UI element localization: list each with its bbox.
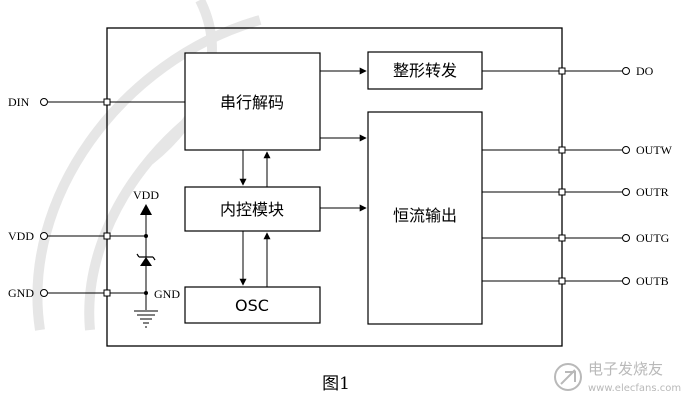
output-wires	[482, 70, 622, 282]
zener-diode-icon	[136, 253, 156, 266]
vdd-junction-dot	[144, 234, 148, 238]
site-watermark: 电子发烧友 www.elecfans.com	[554, 360, 681, 394]
reshape-forward-block	[367, 51, 483, 90]
din-boundary-pad	[103, 98, 111, 106]
gnd-junction-dot	[144, 291, 148, 295]
constant-current-label: 恒流输出	[393, 206, 457, 225]
vdd-pin-label: VDD	[8, 229, 34, 243]
watermark-url: www.elecfans.com	[588, 383, 681, 394]
gnd-pin-label: GND	[8, 286, 34, 300]
din-pin-label: DIN	[8, 95, 30, 109]
reshape-forward-label: 整形转发	[393, 61, 457, 80]
internal-control-block	[184, 186, 321, 232]
osc-block	[184, 286, 321, 324]
watermark-name: 电子发烧友	[588, 360, 663, 378]
ground-symbol-icon	[134, 310, 158, 328]
internal-gnd-label: GND	[154, 287, 180, 301]
vdd-boundary-pad	[103, 232, 111, 240]
outb-pin-label: OUTB	[636, 274, 669, 288]
vdd-pin-terminal	[40, 232, 48, 240]
internal-control-label: 内控模块	[220, 200, 284, 219]
do-pin-label: DO	[636, 64, 654, 78]
output-boundary-pads	[558, 67, 566, 285]
outr-pin-label: OUTR	[636, 185, 669, 199]
watermark-logo-icon	[554, 363, 582, 391]
outg-pin-label: OUTG	[636, 231, 670, 245]
outw-pin-label: OUTW	[636, 143, 673, 157]
constant-current-block	[367, 111, 483, 325]
vdd-up-arrow-icon	[140, 204, 152, 215]
serial-decode-label: 串行解码	[220, 93, 284, 112]
chip-outline	[106, 27, 563, 347]
serial-decode-block	[184, 52, 321, 151]
internal-vdd-label: VDD	[133, 188, 159, 202]
figure-caption: 图1	[322, 374, 350, 394]
din-pin-terminal	[40, 98, 48, 106]
gnd-pin-terminal	[40, 289, 48, 297]
output-terminals	[622, 67, 630, 285]
osc-label: OSC	[235, 296, 269, 315]
background-watermark	[32, 0, 302, 331]
gnd-boundary-pad	[103, 289, 111, 297]
